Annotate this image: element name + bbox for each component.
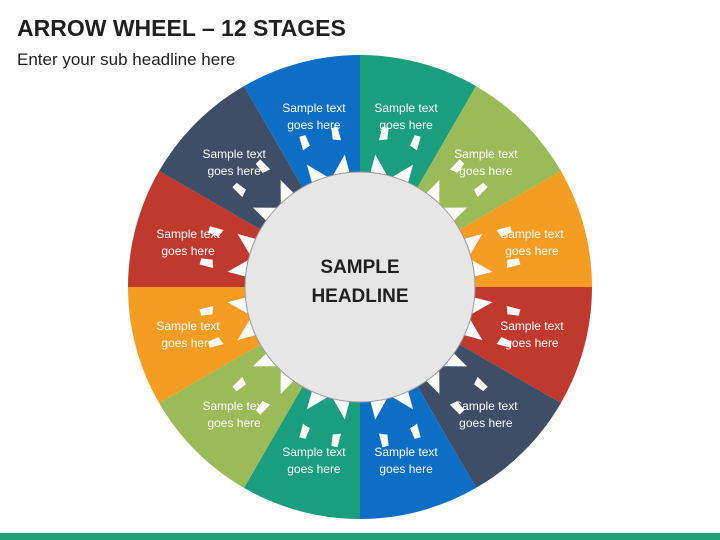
segment-label-9-line2: goes here [161,336,215,350]
wheel-arrow-9 [162,294,252,358]
segment-label-7-line2: goes here [287,462,341,476]
wheel-arrow-4 [468,294,558,358]
center-headline-line1: SAMPLE [320,257,399,278]
page-subtitle: Enter your sub headline here [17,50,236,69]
segment-label-4-line2: goes here [505,336,559,350]
wheel-arrow-1 [367,89,431,179]
segment-label-8-line1: Sample text [202,399,266,413]
wheel-arrow-8 [205,366,281,442]
segment-label-2-line1: Sample text [454,147,518,161]
wheel-arrow-7 [289,395,353,485]
segment-label-3-line2: goes here [505,244,559,258]
wheel-arrow-11 [205,132,281,208]
page-title: ARROW WHEEL – 12 STAGES [17,15,346,41]
segment-label-10-line1: Sample text [156,227,220,241]
wheel-arrow-3 [468,216,558,280]
wheel-arrow-5 [439,366,515,442]
segment-label-10-line2: goes here [161,244,215,258]
segment-label-12-line2: goes here [287,118,341,132]
segment-label-9-line1: Sample text [156,319,220,333]
segment-label-11-line2: goes here [207,164,261,178]
wheel-arrow-12 [289,89,353,179]
segment-label-7-line1: Sample text [282,445,346,459]
segment-label-2-line2: goes here [459,164,513,178]
segment-label-12-line1: Sample text [282,101,346,115]
segment-label-11-line1: Sample text [202,147,266,161]
segment-label-5-line1: Sample text [454,399,518,413]
wheel-arrow-10 [162,216,252,280]
segment-label-6-line2: goes here [379,462,433,476]
segment-label-3-line1: Sample text [500,227,564,241]
wheel-arrow-2 [439,132,515,208]
segment-label-4-line1: Sample text [500,319,564,333]
segment-label-1-line1: Sample text [374,101,438,115]
footer-bar [0,533,720,540]
segment-label-5-line2: goes here [459,416,513,430]
center-circle [244,171,476,403]
wheel-arrows [162,89,558,485]
center-headline-line2: HEADLINE [311,286,408,307]
segment-label-1-line2: goes here [379,118,433,132]
segment-label-8-line2: goes here [207,416,261,430]
wheel-arrow-6 [367,395,431,485]
segment-label-6-line1: Sample text [374,445,438,459]
